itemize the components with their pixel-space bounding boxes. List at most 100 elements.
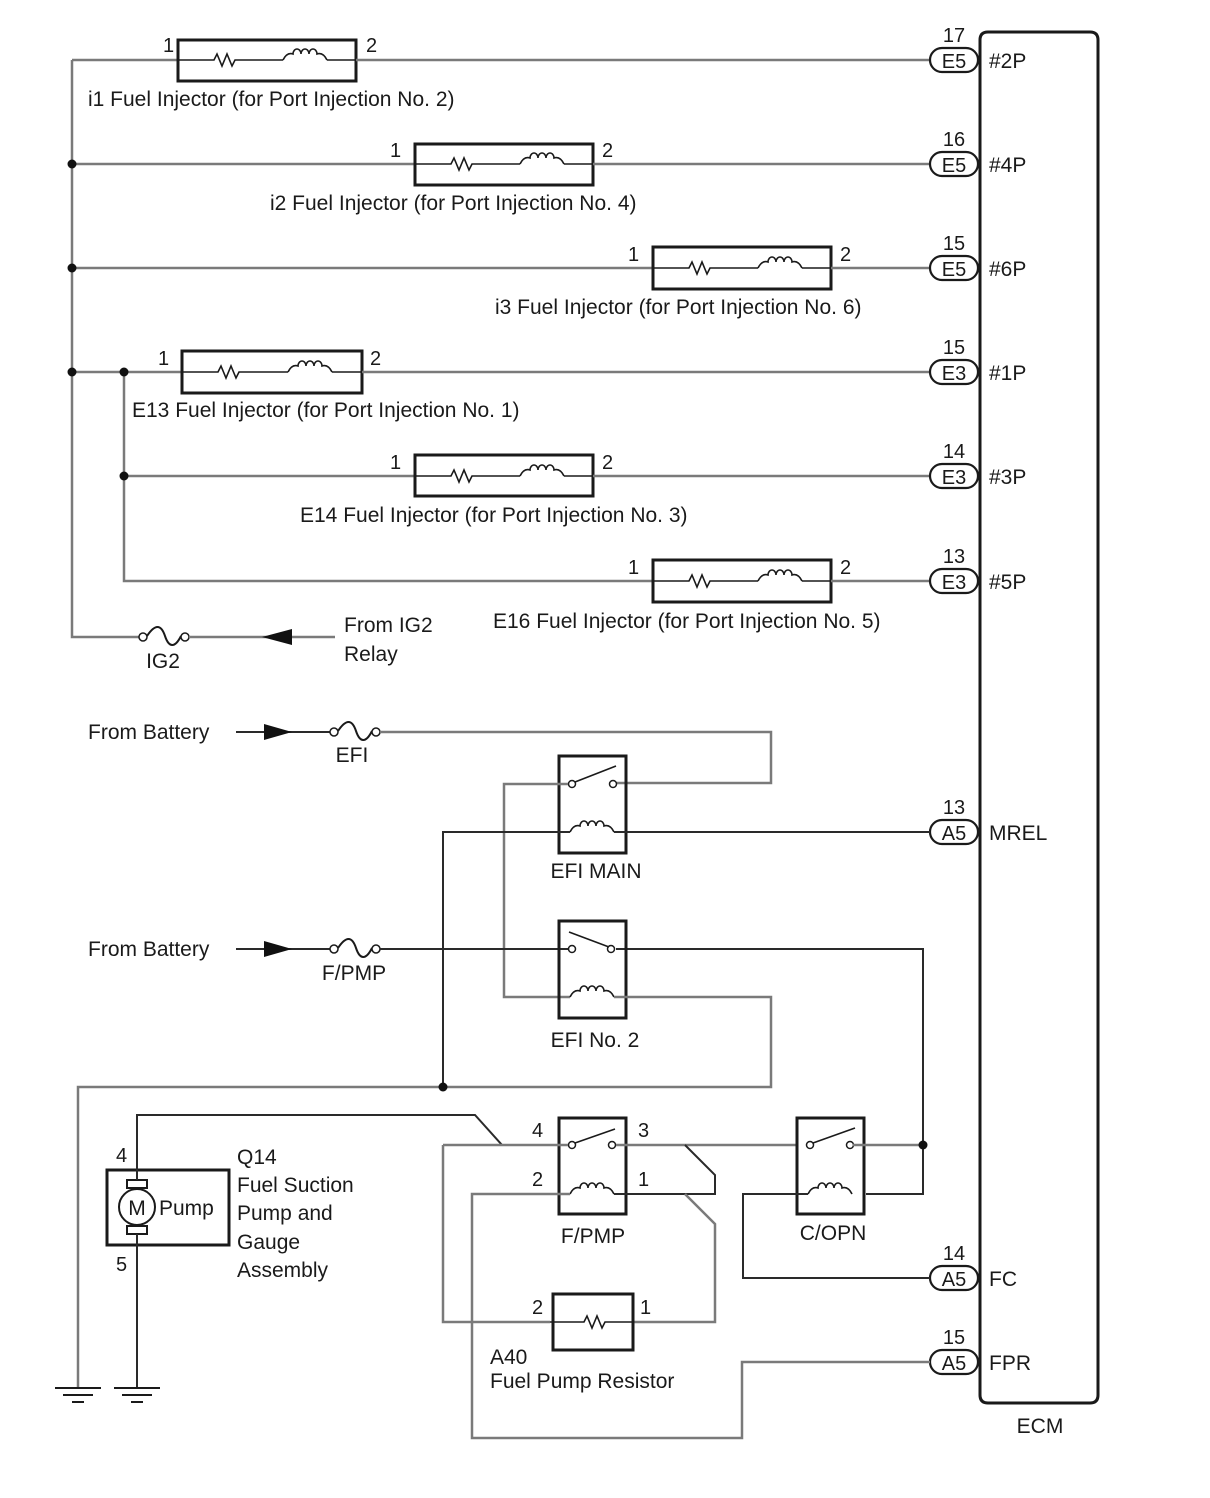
junction-dot [67, 159, 77, 169]
injector-e16: 1 2 E16 Fuel Injector (for Port Injectio… [493, 557, 930, 633]
fuse-icon [329, 721, 381, 741]
injector-label: E14 Fuel Injector (for Port Injection No… [300, 504, 688, 527]
pump-inner-label: Pump [159, 1197, 214, 1220]
terminal-pin: 13 [943, 546, 965, 568]
ecm-terminal-5P: E3 13 #5P [928, 546, 1026, 595]
terminal-signal: FC [989, 1268, 1017, 1291]
terminal-pin: 15 [943, 1327, 965, 1349]
wire [614, 1144, 716, 1195]
pump-id: Q14 [237, 1146, 277, 1169]
connector-id: E3 [942, 572, 966, 594]
pin-label: 1 [158, 348, 169, 370]
connector-id: A5 [942, 823, 966, 845]
injector-label: i2 Fuel Injector (for Port Injection No.… [270, 192, 637, 215]
terminal-pin: 14 [943, 441, 965, 463]
pin-label: 2 [532, 1297, 543, 1319]
pin-label: 2 [840, 244, 851, 266]
fpmp-fuse-label: F/PMP [322, 962, 386, 985]
pin-label: 4 [532, 1120, 543, 1142]
efi-fuse-label: EFI [336, 744, 369, 767]
battery-efi-feed: From Battery EFI [88, 721, 773, 785]
resistor-id: A40 [490, 1346, 527, 1369]
pin-label: 1 [390, 452, 401, 474]
battery-fpmp-feed: From Battery F/PMP [88, 938, 924, 1195]
wire [742, 1193, 930, 1279]
wire [442, 831, 570, 1087]
ecm-outline [978, 30, 1100, 1405]
connector-id: E5 [942, 155, 966, 177]
injector-label: i1 Fuel Injector (for Port Injection No.… [88, 88, 455, 111]
relay-label: EFI No. 2 [551, 1029, 640, 1052]
ecm-block: ECM [978, 30, 1100, 1438]
terminal-signal: #1P [989, 362, 1026, 385]
terminal-signal: FPR [989, 1352, 1031, 1375]
junction-dot [119, 471, 129, 481]
connector-badge [928, 46, 980, 74]
connector-badge [928, 567, 980, 595]
connector-badge [928, 254, 980, 282]
connector-badge [928, 150, 980, 178]
junction-dot [438, 1082, 448, 1092]
relay-efi-main: EFI MAIN [550, 754, 642, 883]
pin-label: 5 [116, 1254, 127, 1276]
terminal-pin: 15 [943, 337, 965, 359]
pin-label: 1 [640, 1297, 651, 1319]
fuse-icon [329, 938, 381, 958]
pin-label: 1 [163, 35, 174, 57]
battery-source-label: From Battery [88, 938, 210, 961]
wire [441, 1145, 550, 1324]
terminal-pin: 16 [943, 129, 965, 151]
connector-id: E3 [942, 467, 966, 489]
battery-source-label: From Battery [88, 721, 210, 744]
injector-label: E13 Fuel Injector (for Port Injection No… [132, 399, 520, 422]
ecm-terminal-MREL: A5 13 MREL [928, 797, 1047, 846]
pin-label: 3 [638, 1120, 649, 1142]
pin-label: 1 [638, 1169, 649, 1191]
pin-label: 1 [628, 557, 639, 579]
ecm-label: ECM [1017, 1415, 1064, 1438]
ground-icon [55, 1387, 101, 1403]
relay-copn: C/OPN [795, 1116, 867, 1245]
ig2-fuse-label: IG2 [146, 650, 180, 673]
wire [470, 1192, 930, 1440]
relay-fpmp: 4 3 2 1 F/PMP [532, 1116, 649, 1248]
terminal-signal: #4P [989, 154, 1026, 177]
junction-dot [119, 367, 129, 377]
injector-e13: 1 2 E13 Fuel Injector (for Port Injectio… [132, 348, 930, 422]
fuse-icon [138, 626, 190, 646]
injector-e14: 1 2 E14 Fuel Injector (for Port Injectio… [300, 452, 930, 527]
terminal-pin: 17 [943, 25, 965, 47]
pin-label: 2 [602, 140, 613, 162]
motor-symbol: M [128, 1197, 146, 1220]
injector-i2: 1 2 i2 Fuel Injector (for Port Injection… [270, 140, 930, 215]
connector-id: E5 [942, 51, 966, 73]
connector-id: E5 [942, 259, 966, 281]
ig2-fuse: IG2 From IG2 Relay [138, 614, 433, 673]
ig2-bus [67, 58, 653, 639]
pin-label: 2 [840, 557, 851, 579]
pin-label: 2 [532, 1169, 543, 1191]
arrow-right-icon [264, 724, 292, 740]
pin-label: 1 [390, 140, 401, 162]
pump-name-line: Gauge [237, 1231, 300, 1254]
ecm-terminal-1P: E3 15 #1P [928, 337, 1026, 386]
pin-label: 4 [116, 1145, 127, 1167]
ecm-terminal-2P: E5 17 #2P [928, 25, 1026, 74]
resistor-a40: 2 1 A40 Fuel Pump Resistor [490, 1292, 674, 1393]
relay-label: C/OPN [800, 1222, 867, 1245]
relay-label: EFI MAIN [550, 860, 641, 883]
pin-label: 2 [602, 452, 613, 474]
junction-dot [67, 263, 77, 273]
pin-label: 1 [628, 244, 639, 266]
wire [502, 782, 570, 999]
terminal-signal: #6P [989, 258, 1026, 281]
relay-efi-no2: EFI No. 2 [551, 919, 640, 1052]
injector-i1: 1 2 i1 Fuel Injector (for Port Injection… [88, 35, 930, 111]
relay-label: F/PMP [561, 1225, 625, 1248]
terminal-signal: #5P [989, 571, 1026, 594]
terminal-signal: #3P [989, 466, 1026, 489]
ecm-terminal-6P: E5 15 #6P [928, 233, 1026, 282]
ig2-relay-source-label-2: Relay [344, 643, 398, 666]
resistor-name: Fuel Pump Resistor [490, 1370, 674, 1393]
